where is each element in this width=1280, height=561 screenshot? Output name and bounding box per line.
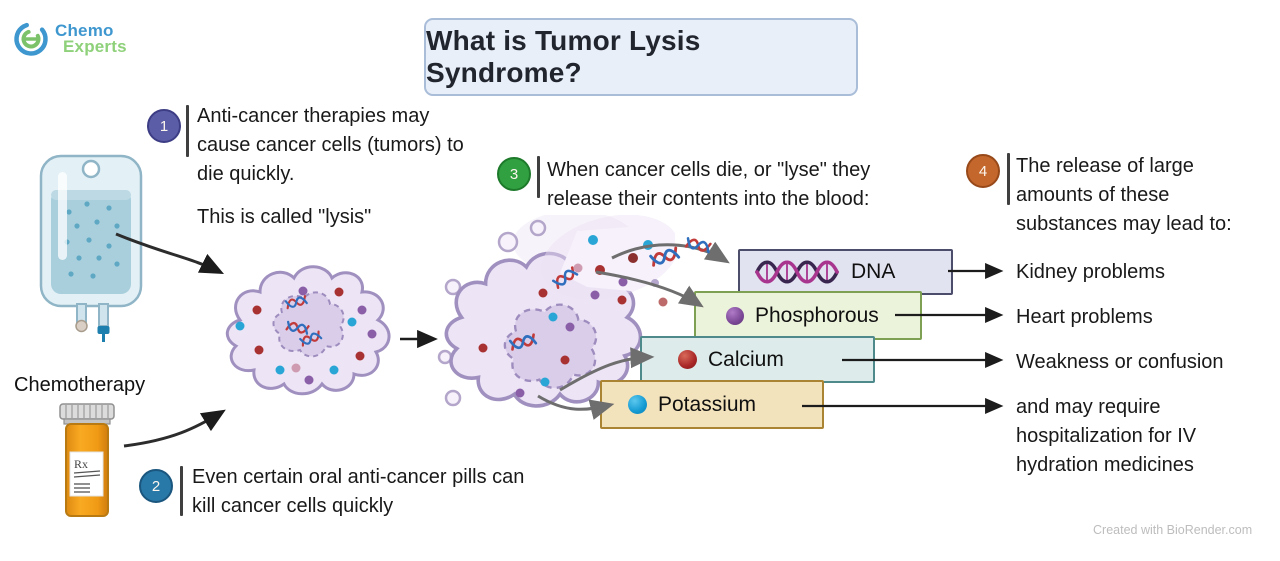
- step-4-divider: [1007, 153, 1010, 205]
- logo-line1: Chemo: [55, 21, 114, 40]
- step-1-text: Anti-cancer therapies may cause cancer c…: [197, 102, 469, 232]
- substance-label-potassium: Potassium: [658, 392, 757, 416]
- substance-label-phosphorous: Phosphorous: [755, 303, 879, 327]
- logo-line2: Experts: [63, 37, 127, 56]
- step-3-divider: [537, 156, 540, 198]
- substance-box-calcium: Calcium: [640, 336, 875, 383]
- substance-label-dna: DNA: [851, 260, 896, 283]
- step-4-badge: 4: [966, 154, 1000, 188]
- chemoexperts-logo: Chemo Experts: [12, 20, 127, 58]
- step-1-line: Anti-cancer therapies may cause cancer c…: [197, 105, 464, 185]
- step-3-badge: 3: [497, 157, 531, 191]
- outcome-hospitalization: and may require hospitalization for IV h…: [1016, 396, 1197, 476]
- dna-helix-icon: [755, 260, 839, 284]
- step-3-text: When cancer cells die, or "lyse" they re…: [547, 159, 871, 210]
- step-1-divider: [186, 105, 189, 157]
- cancer-cell-icon: [225, 265, 391, 396]
- step-4-text: The release of large amounts of these su…: [1016, 155, 1232, 235]
- step-2-badge: 2: [139, 469, 173, 503]
- outcome-heart: Heart problems: [1016, 306, 1153, 328]
- step-3-number: 3: [509, 165, 519, 183]
- substance-box-potassium: Potassium: [600, 380, 824, 429]
- iv-bag-icon: [39, 154, 143, 342]
- substance-label-calcium: Calcium: [708, 347, 784, 371]
- rx-label: Rx: [74, 457, 88, 471]
- outcome-kidney: Kidney problems: [1016, 261, 1165, 283]
- pill-bottle-icon: Rx: [59, 403, 115, 517]
- page-title: What is Tumor Lysis Syndrome?: [426, 25, 701, 88]
- logo-wordmark: Chemo Experts: [55, 21, 127, 56]
- calcium-dot-icon: [678, 350, 697, 369]
- phosphorous-dot-icon: [726, 306, 744, 325]
- step-1-number: 1: [159, 117, 169, 135]
- arrow-bottle-to-cell: [123, 409, 226, 448]
- potassium-dot-icon: [628, 395, 647, 414]
- chemoexperts-logo-icon: [14, 22, 48, 56]
- chemotherapy-label: Chemotherapy: [14, 374, 146, 396]
- substance-box-dna: DNA: [738, 249, 953, 295]
- step-4-number: 4: [978, 162, 988, 180]
- step-2-divider: [180, 466, 183, 516]
- title-banner: What is Tumor Lysis Syndrome?: [424, 18, 858, 96]
- step-1-badge: 1: [147, 109, 181, 143]
- biorender-credit: Created with BioRender.com: [1093, 523, 1253, 537]
- step-2-number: 2: [151, 477, 161, 495]
- substance-box-phosphorous: Phosphorous: [694, 291, 922, 340]
- outcome-weakness: Weakness or confusion: [1016, 351, 1224, 373]
- step-1-line2: This is called "lysis": [197, 206, 372, 228]
- dna-fragment-icon: [684, 236, 712, 254]
- step-2-text: Even certain oral anti-cancer pills can …: [192, 466, 525, 517]
